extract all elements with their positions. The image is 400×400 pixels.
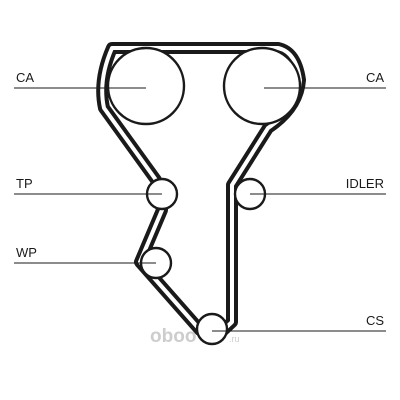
label-idler: IDLER	[346, 176, 384, 191]
crankshaft-pulley	[195, 312, 229, 346]
label-wp: WP	[16, 245, 37, 260]
label-ca-right: CA	[366, 70, 384, 85]
camshaft-pulley-left	[106, 46, 186, 126]
watermark-text: oboo	[150, 326, 196, 347]
watermark: oboo .ru	[150, 326, 240, 347]
label-cs: CS	[366, 313, 384, 328]
watermark-suffix: .ru	[229, 334, 240, 344]
label-tp: TP	[16, 176, 33, 191]
timing-belt	[96, 42, 306, 344]
label-ca-left: CA	[16, 70, 34, 85]
camshaft-pulley-right	[222, 46, 302, 126]
